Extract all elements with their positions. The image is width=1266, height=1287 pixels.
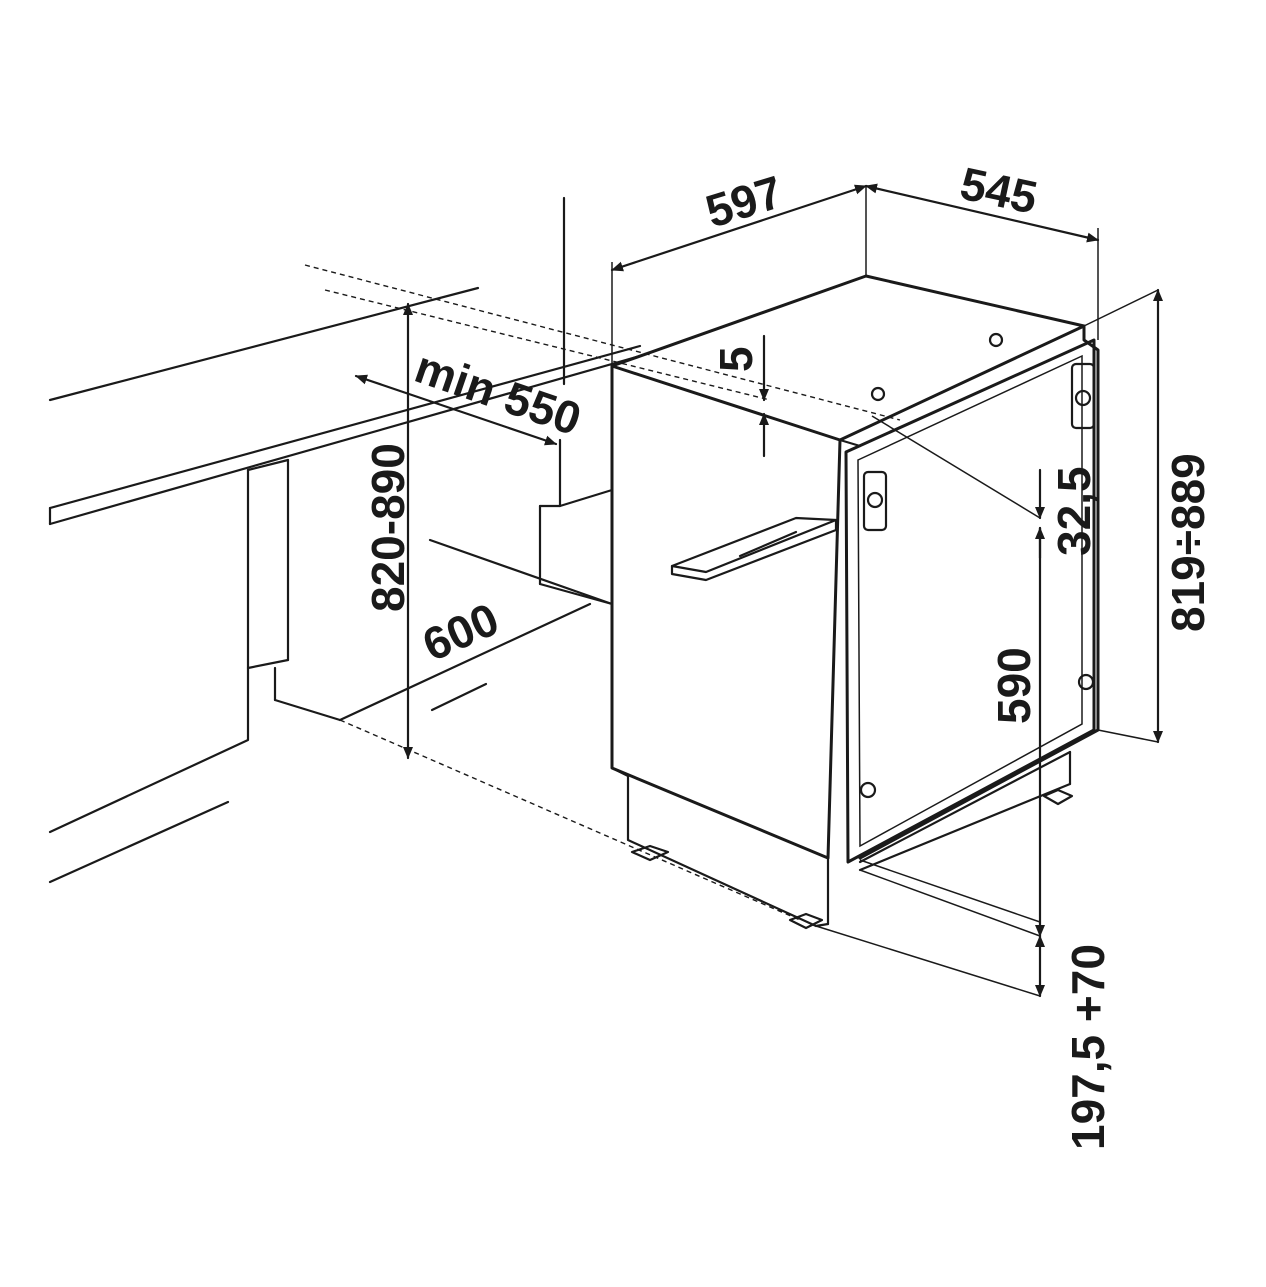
dimension-lines bbox=[354, 183, 1163, 998]
label-590: 590 bbox=[988, 647, 1040, 724]
appliance-body bbox=[610, 274, 1100, 930]
label-5: 5 bbox=[710, 346, 762, 372]
reference-dashed-lines bbox=[304, 264, 901, 921]
label-545: 545 bbox=[956, 157, 1042, 224]
upper-hinge-icon bbox=[862, 362, 1096, 532]
label-32-5: 32,5 bbox=[1048, 466, 1100, 556]
label-min-550: min 550 bbox=[409, 340, 588, 445]
label-820-890: 820-890 bbox=[362, 443, 414, 612]
label-600: 600 bbox=[415, 592, 506, 671]
dimension-labels: 597 545 5 min 550 820-890 600 32,5 819÷8… bbox=[362, 157, 1214, 1150]
label-819-889: 819÷889 bbox=[1162, 453, 1214, 632]
label-197-5-70: 197,5 +70 bbox=[1062, 944, 1114, 1150]
kitchen-cabinet bbox=[48, 196, 642, 884]
label-597: 597 bbox=[700, 165, 789, 237]
